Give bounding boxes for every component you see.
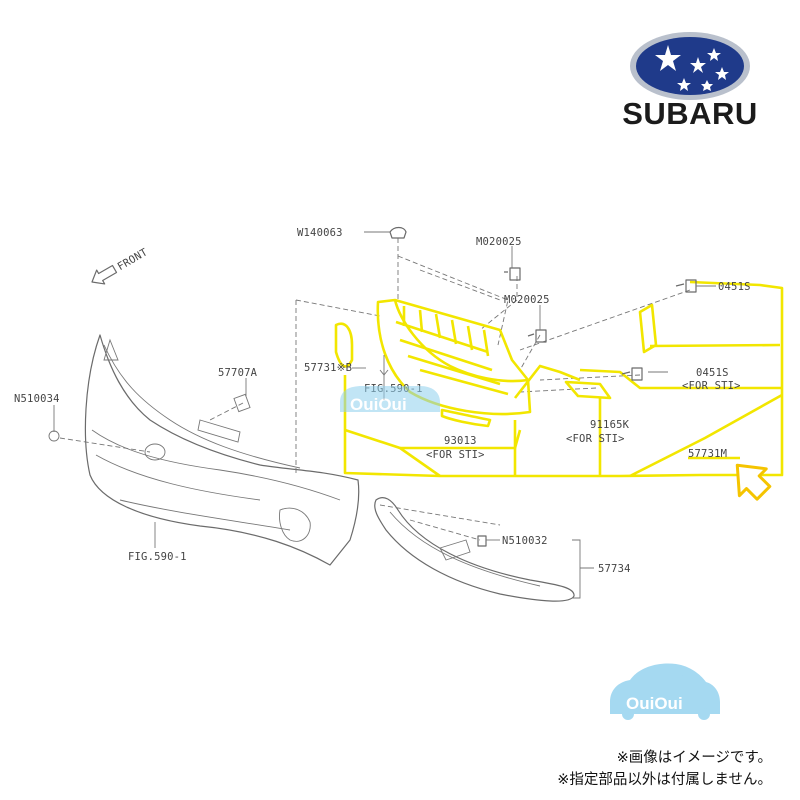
label-m020025-mid: M020025	[504, 294, 550, 306]
assembly-guide-lines	[295, 238, 691, 541]
m020025-screw-top-icon	[504, 267, 521, 281]
subaru-logo: SUBARU	[622, 32, 758, 131]
note-image-disclaimer: ※画像はイメージです。	[617, 749, 772, 766]
0451s-screw-top-icon	[675, 279, 697, 293]
label-57731b: 57731※B	[304, 362, 352, 374]
label-fig590-bottom: FIG.590-1	[128, 551, 187, 563]
watermark-center: OuiOui	[340, 386, 440, 414]
label-n510034: N510034	[14, 393, 60, 405]
0451s-screw-sti-icon	[621, 367, 643, 381]
label-57707a: 57707A	[218, 367, 258, 379]
highlight-arrow-icon	[735, 463, 772, 501]
label-n510032: N510032	[502, 535, 548, 547]
label-0451s-sti-note: <FOR STI>	[682, 380, 741, 392]
label-91165k-note: <FOR STI>	[566, 433, 625, 445]
front-arrow-icon	[91, 264, 118, 285]
lower-spoiler-drawing	[374, 497, 575, 602]
front-indicator: FRONT	[91, 246, 150, 285]
fasteners	[389, 226, 697, 547]
watermark-text-center: OuiOui	[350, 395, 407, 414]
grille-assembly	[334, 280, 784, 478]
label-93013-note: <FOR STI>	[426, 449, 485, 461]
label-w140063: W140063	[297, 227, 343, 239]
front-bumper-drawing	[48, 334, 360, 566]
n510032-clip-icon	[477, 535, 487, 547]
label-93013: 93013	[444, 435, 477, 447]
label-0451s-sti: 0451S	[696, 367, 729, 379]
front-label: FRONT	[115, 246, 150, 273]
label-m020025-top: M020025	[476, 236, 522, 248]
watermark-text-bottom: OuiOui	[626, 694, 683, 713]
label-57734: 57734	[598, 563, 631, 575]
m020025-screw-mid-icon	[527, 329, 547, 343]
label-57731m: 57731M	[688, 448, 727, 460]
label-0451s-top: 0451S	[718, 281, 751, 293]
pleiades-stars-icon	[655, 45, 729, 91]
w140063-clip-icon	[389, 226, 407, 239]
watermark-bottom: OuiOui	[610, 663, 720, 720]
note-parts-disclaimer: ※指定部品以外は付属しません。	[557, 771, 772, 788]
label-91165k: 91165K	[590, 419, 630, 431]
callout-lines	[53, 231, 716, 599]
brand-wordmark: SUBARU	[622, 96, 758, 131]
